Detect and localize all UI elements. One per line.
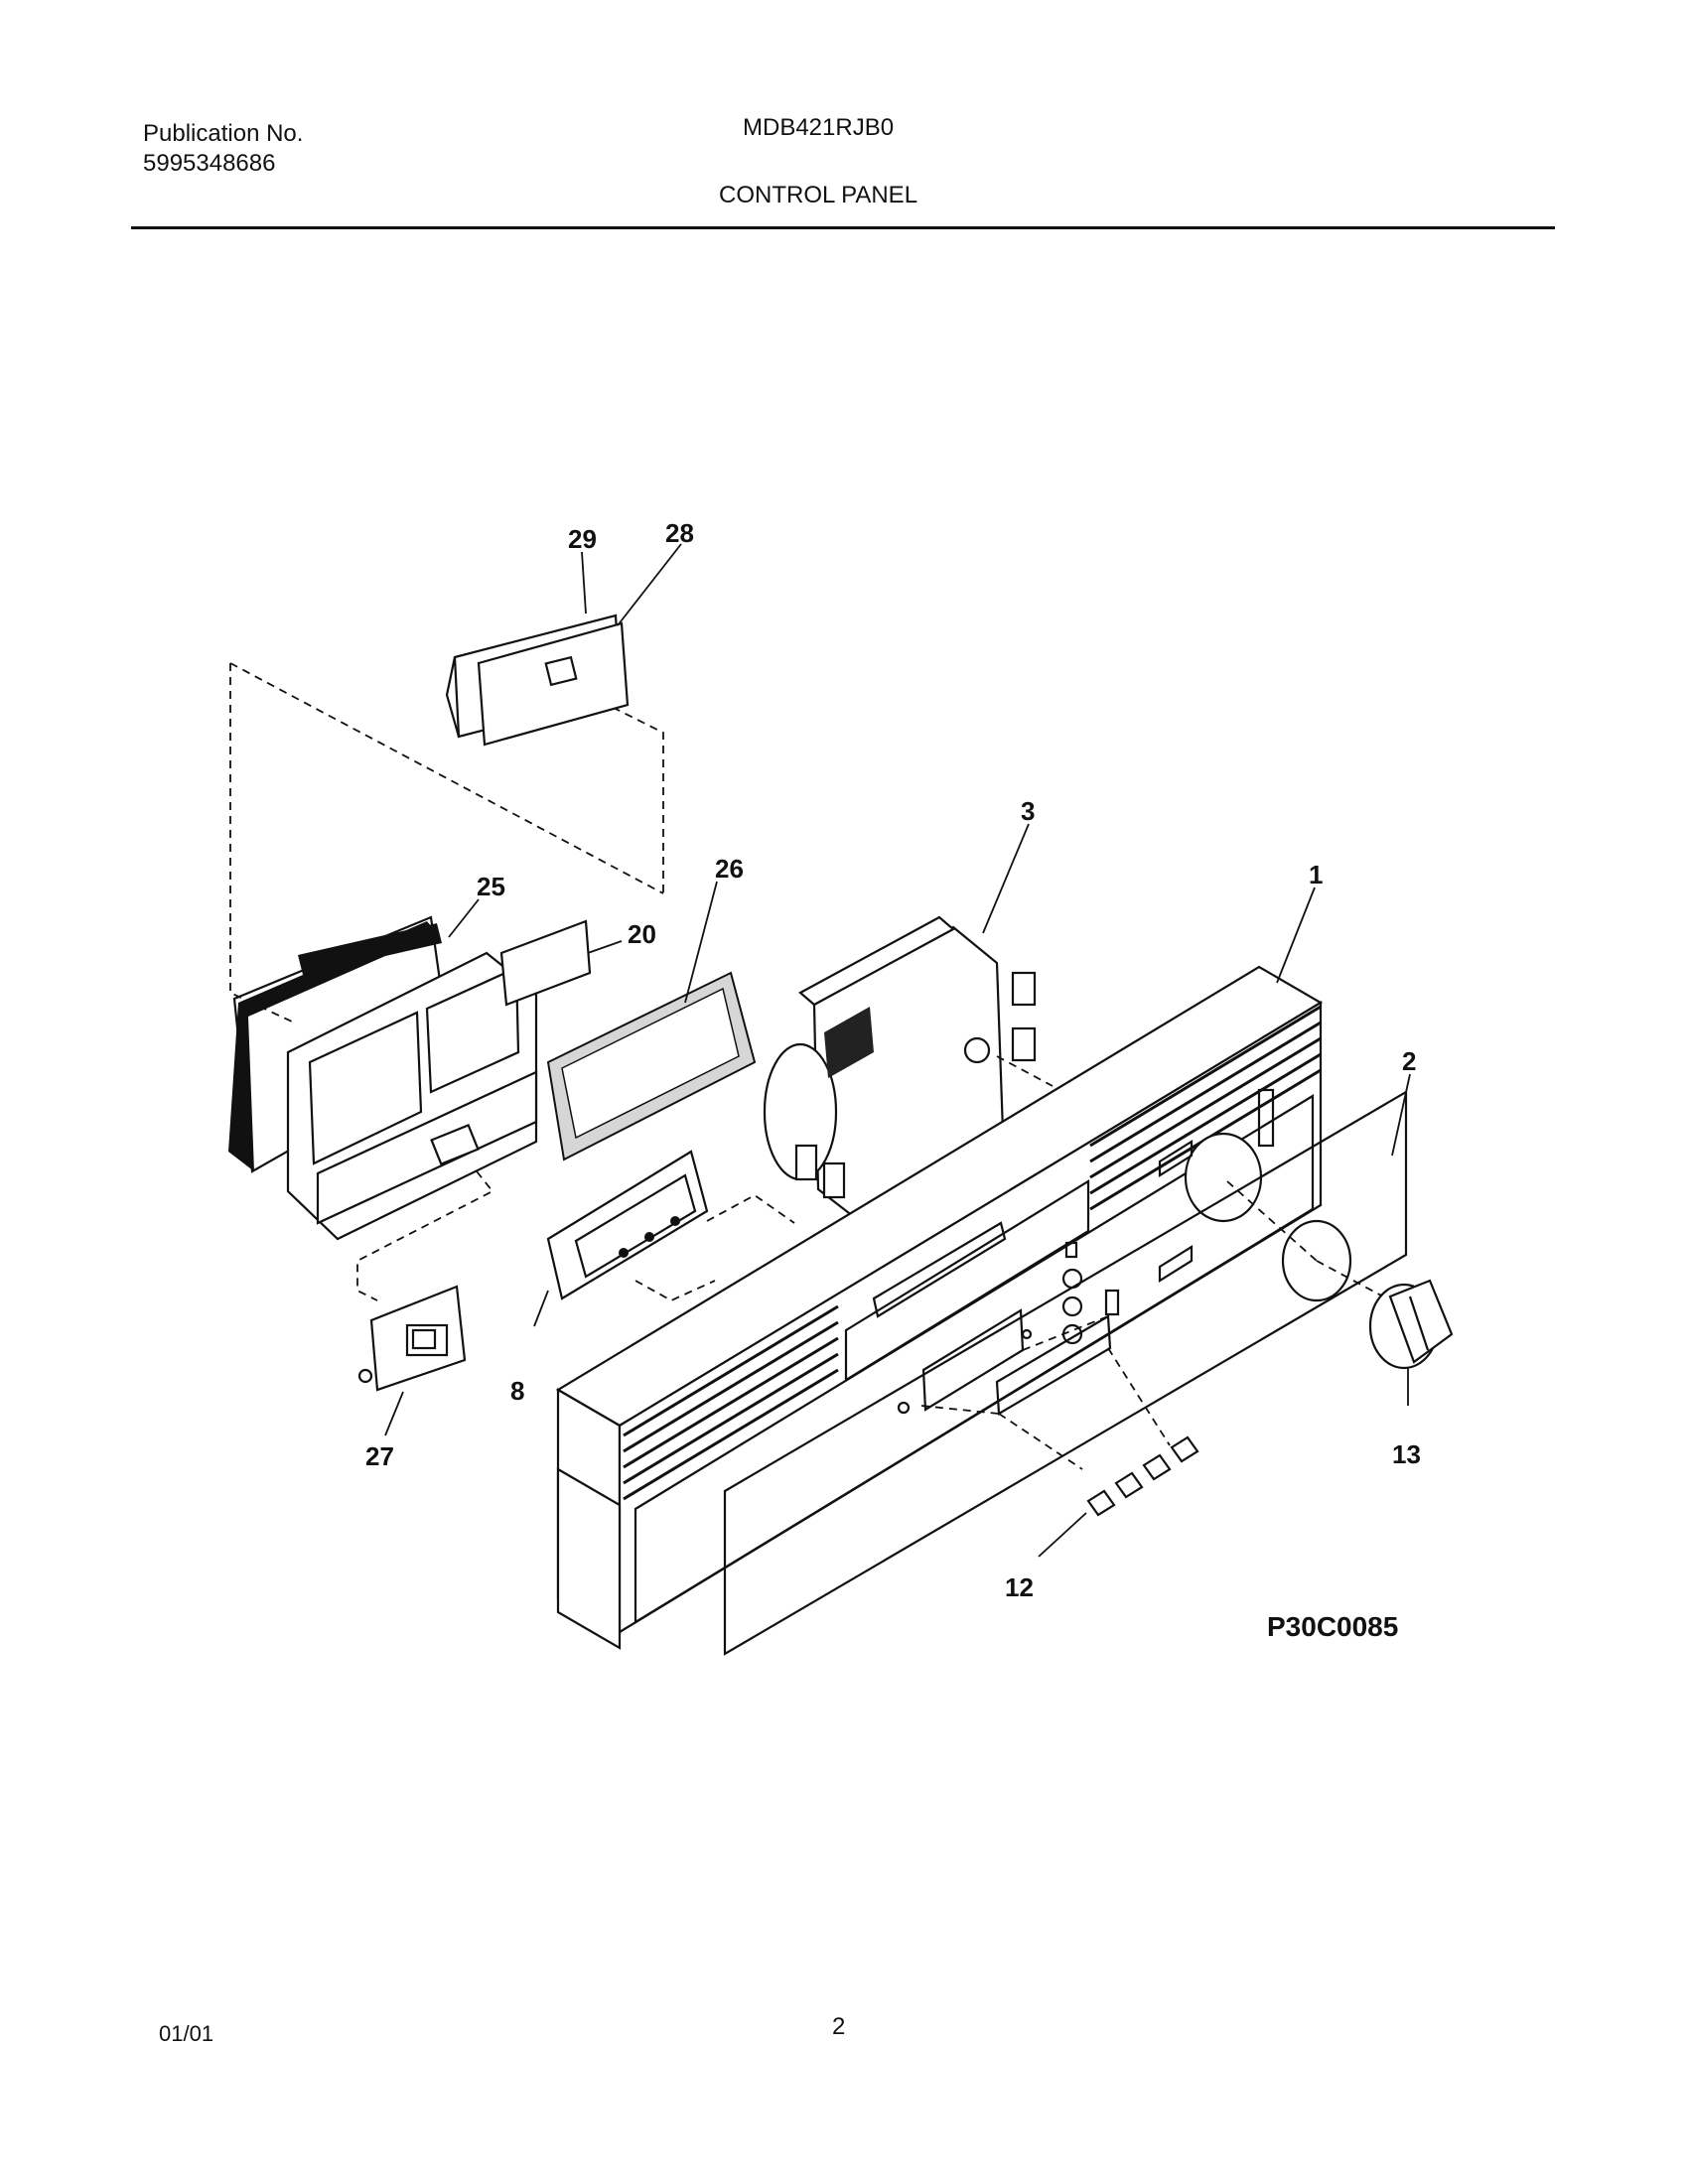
publication-label: Publication No. — [143, 120, 304, 147]
publication-number: 5995348686 — [143, 150, 276, 177]
callout-2: 2 — [1402, 1046, 1416, 1076]
alignment-dashed-lines — [229, 662, 664, 1024]
part-switch-block — [546, 1150, 709, 1300]
part-lens-assembly — [445, 614, 630, 747]
section-title: CONTROL PANEL — [719, 182, 918, 208]
part-knob — [1368, 1279, 1454, 1370]
callout-12: 12 — [1005, 1572, 1034, 1602]
console-grill-left — [623, 1304, 839, 1501]
timer-dashed-lines — [996, 1055, 1054, 1087]
switch-dashed-lines — [356, 1170, 494, 1301]
callout-1: 1 — [1309, 860, 1323, 889]
footer-date: 01/01 — [159, 2021, 214, 2046]
part-buttons — [1086, 1435, 1199, 1517]
part-control-console — [555, 965, 1324, 1650]
model-number: MDB421RJB0 — [743, 114, 895, 141]
callout-25: 25 — [477, 872, 505, 901]
page-number: 2 — [832, 2013, 846, 2040]
callout-20: 20 — [628, 919, 656, 949]
switch-block-dashed-lines — [634, 1193, 795, 1302]
header-rule — [131, 226, 1555, 229]
callout-27: 27 — [365, 1441, 394, 1471]
callout-13: 13 — [1392, 1439, 1421, 1469]
leader-lines — [384, 543, 1411, 1558]
drawing-code: P30C0085 — [1267, 1611, 1398, 1642]
part-control-housing — [286, 919, 592, 1241]
console-grill-right — [1089, 1005, 1322, 1211]
callout-28: 28 — [665, 518, 694, 548]
part-label-sheet — [546, 971, 757, 1161]
callout-26: 26 — [715, 854, 744, 884]
callout-8: 8 — [510, 1376, 524, 1406]
callout-3: 3 — [1021, 796, 1035, 826]
callout-29: 29 — [568, 524, 597, 554]
part-switch — [357, 1285, 467, 1392]
